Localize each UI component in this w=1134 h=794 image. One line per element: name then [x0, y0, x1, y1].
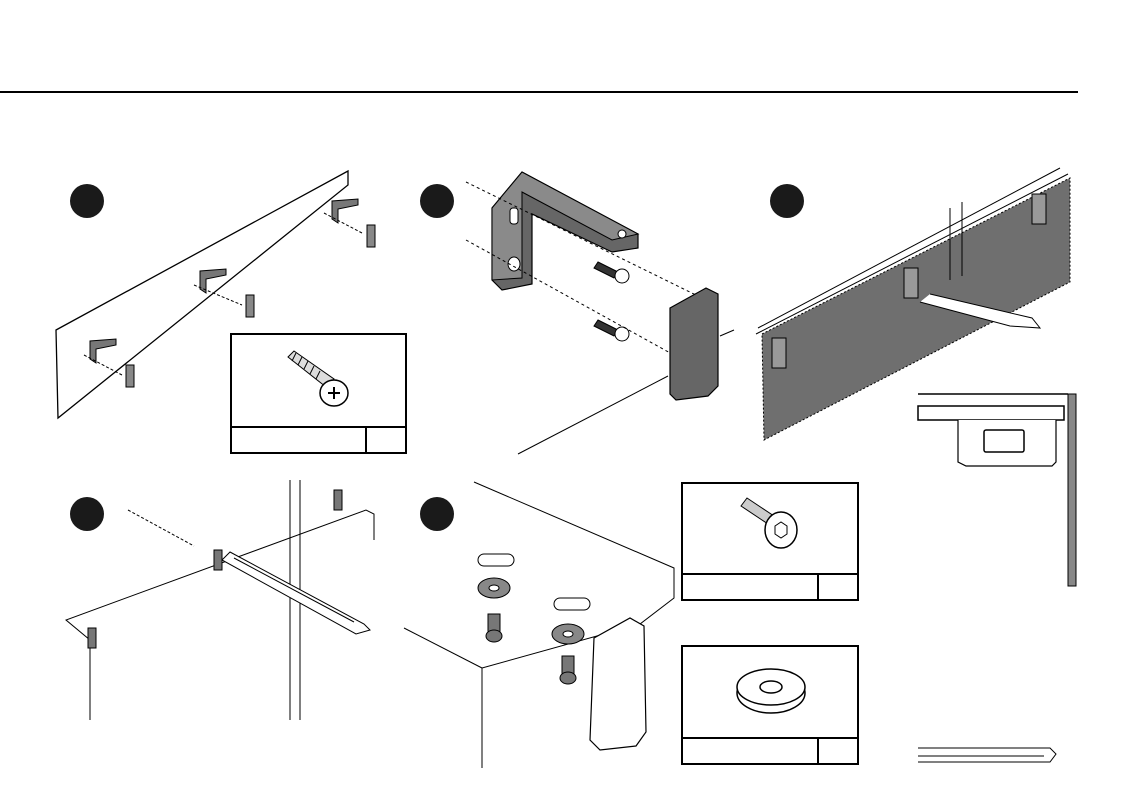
part-name — [232, 432, 238, 446]
part-name — [683, 743, 689, 757]
part-name — [683, 579, 689, 593]
step-5-bolt-illustration — [404, 478, 684, 768]
wood-screw-part-box — [230, 333, 407, 454]
hex-bolt-icon — [739, 494, 809, 554]
hex-bolt-part-box — [681, 482, 859, 601]
step-2-bracket-illustration — [462, 168, 742, 458]
header-rule — [0, 91, 1078, 93]
side-profile-bottom-illustration — [916, 742, 1080, 768]
step-4-rail-illustration — [54, 470, 384, 730]
part-qty — [367, 432, 373, 446]
side-profile-illustration — [916, 390, 1080, 590]
step-2-marker — [420, 184, 454, 218]
washer-icon — [733, 667, 809, 717]
part-qty — [819, 743, 825, 757]
screw-icon — [594, 262, 629, 341]
washer-part-box — [681, 645, 859, 765]
part-qty — [819, 579, 825, 593]
wood-screw-icon — [282, 343, 362, 413]
